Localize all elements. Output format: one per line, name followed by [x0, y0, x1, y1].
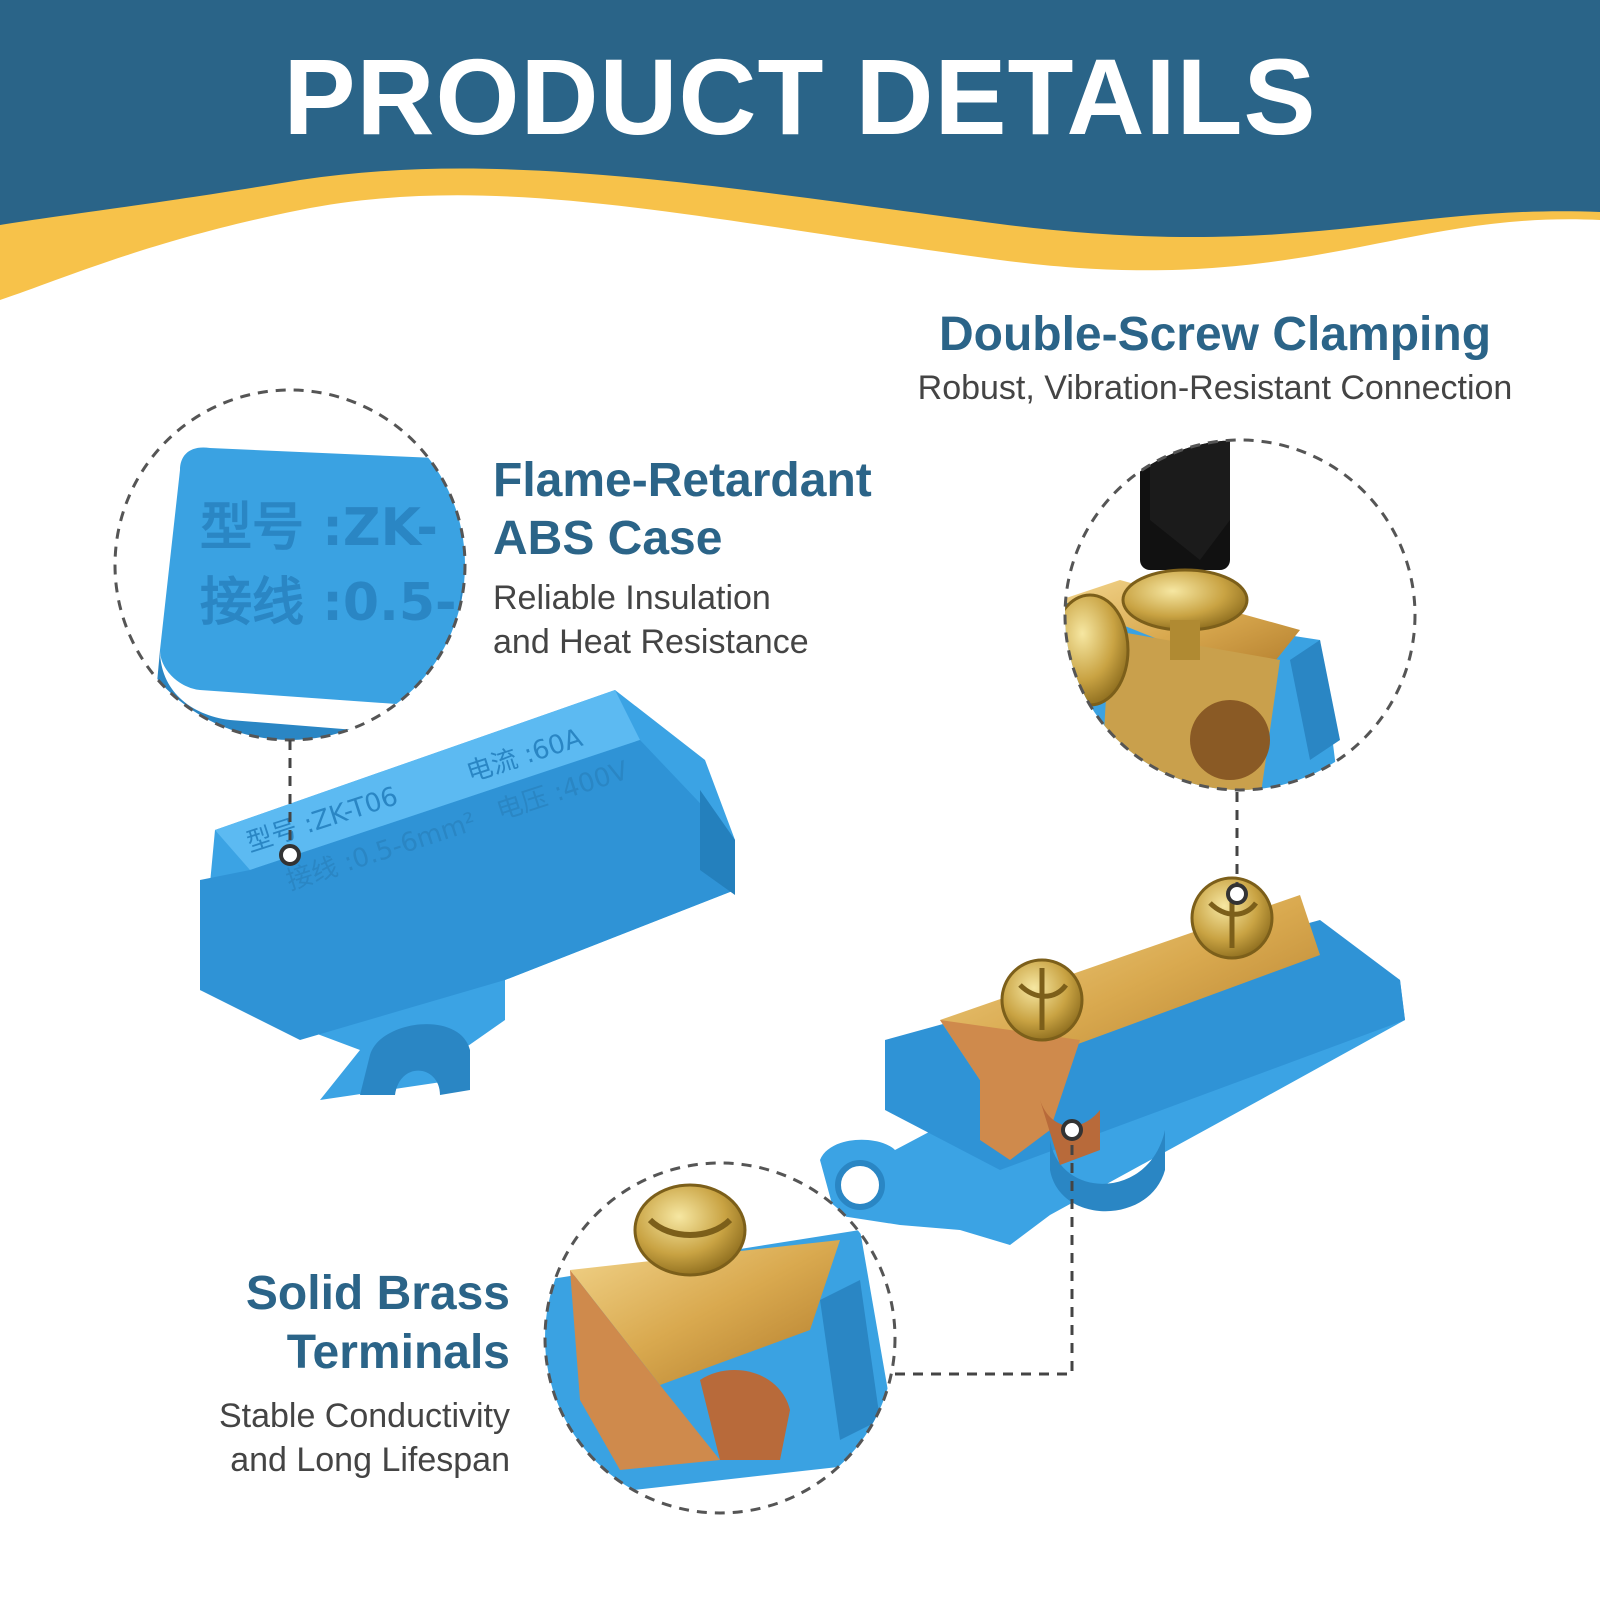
case-callout-subtitle-line2: and Heat Resistance — [493, 623, 809, 661]
brass-callout-subtitle-line1: Stable Conductivity — [218, 1397, 510, 1435]
header-banner — [0, 0, 1600, 300]
zoom-circle-screw — [1063, 438, 1417, 792]
screw-callout-subtitle: Robust, Vibration-Resistant Connection — [917, 369, 1513, 407]
brass-callout-subtitle-line2: and Long Lifespan — [230, 1441, 510, 1479]
zoom-label-line2: 接线 :0.5-6 — [200, 573, 493, 633]
leader-lines — [288, 740, 1239, 1376]
zoom-circle-brass — [543, 1161, 897, 1515]
cover-piece: 型号 :ZK-T06 电流 :60A 接线 :0.5-6mm² 电压 :400V — [200, 690, 735, 1100]
screw-callout-title: Double-Screw Clamping — [938, 308, 1492, 361]
page-title: PRODUCT DETAILS — [283, 36, 1317, 157]
leader-points — [279, 844, 1248, 1141]
brass-callout-title-line1: Solid Brass — [245, 1267, 510, 1320]
brass-callout-title-line2: Terminals — [286, 1326, 510, 1379]
zoom-circle-case: 型号 :ZK- 接线 :0.5-6 — [113, 388, 493, 742]
case-callout-title-line1: Flame-Retardant — [493, 454, 872, 507]
case-callout-title-line2: ABS Case — [493, 512, 723, 565]
mount-hole — [838, 1163, 882, 1207]
zoom-label-line1: 型号 :ZK- — [200, 498, 438, 558]
terminal-base — [820, 876, 1405, 1245]
banner-wave-blue — [0, 0, 1600, 238]
case-callout-subtitle-line1: Reliable Insulation — [493, 579, 771, 617]
